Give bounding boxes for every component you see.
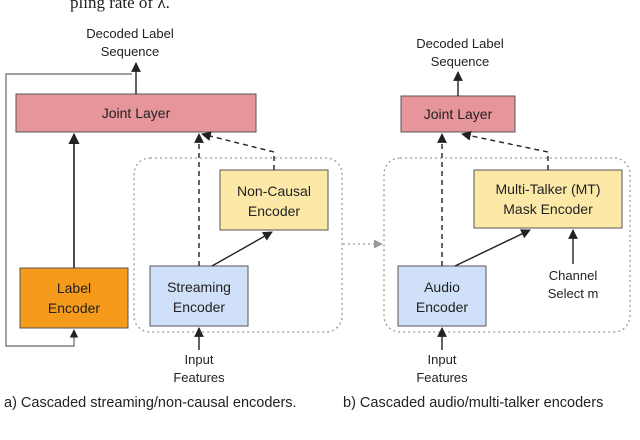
mt-to-joint-dashed-arrow: [461, 131, 549, 170]
streaming-encoder-label-line2: Encoder: [173, 299, 225, 315]
left-output-label-line1: Decoded Label: [86, 26, 174, 41]
left-input-label-line1: Input: [185, 352, 214, 367]
mt-mask-encoder-label-line2: Mask Encoder: [503, 201, 593, 217]
non-causal-to-joint-dashed-arrow: [201, 131, 275, 170]
mt-mask-encoder-box: [473, 169, 623, 229]
right-output-label-line2: Sequence: [431, 54, 490, 69]
audio-encoder-box: [397, 265, 487, 327]
audio-encoder-label-line1: Audio: [424, 279, 460, 295]
right-joint-layer-label: Joint Layer: [424, 106, 493, 122]
mt-mask-encoder-label-line1: Multi-Talker (MT): [496, 181, 601, 197]
channel-select-label-line1: Channel: [549, 268, 598, 283]
right-caption: b) Cascaded audio/multi-talker encoders: [343, 395, 603, 411]
right-dotted-container: [383, 157, 631, 333]
left-caption: a) Cascaded streaming/non-causal encoder…: [4, 395, 297, 411]
left-diagram: Decoded Label Sequence Joint Layer Non-C…: [4, 26, 343, 411]
non-causal-encoder-label-line2: Encoder: [248, 203, 300, 219]
channel-select-label-line2: Select m: [548, 286, 599, 301]
streaming-encoder-box: [149, 265, 249, 327]
label-encoder-box: [19, 267, 129, 329]
top-text-fragment: pling rate of λ.: [70, 0, 170, 12]
label-encoder-label-line2: Encoder: [48, 300, 100, 316]
left-output-label-line2: Sequence: [101, 44, 160, 59]
feedback-loop-line: [5, 73, 132, 347]
audio-encoder-label-line2: Encoder: [416, 299, 468, 315]
streaming-encoder-label-line1: Streaming: [167, 279, 231, 295]
non-causal-encoder-label-line1: Non-Causal: [237, 183, 311, 199]
left-dotted-container: [133, 157, 343, 333]
right-joint-layer-box: [400, 95, 516, 133]
right-diagram: Decoded Label Sequence Joint Layer Multi…: [343, 36, 631, 411]
non-causal-encoder-box: [219, 169, 329, 231]
right-output-label-line1: Decoded Label: [416, 36, 504, 51]
label-encoder-label-line1: Label: [57, 280, 91, 296]
left-input-label-line2: Features: [173, 370, 225, 385]
right-input-label-line2: Features: [416, 370, 468, 385]
audio-to-mt-arrow: [454, 229, 531, 267]
left-joint-layer-label: Joint Layer: [102, 105, 171, 121]
streaming-to-non-causal-arrow: [211, 231, 273, 267]
right-input-label-line1: Input: [428, 352, 457, 367]
